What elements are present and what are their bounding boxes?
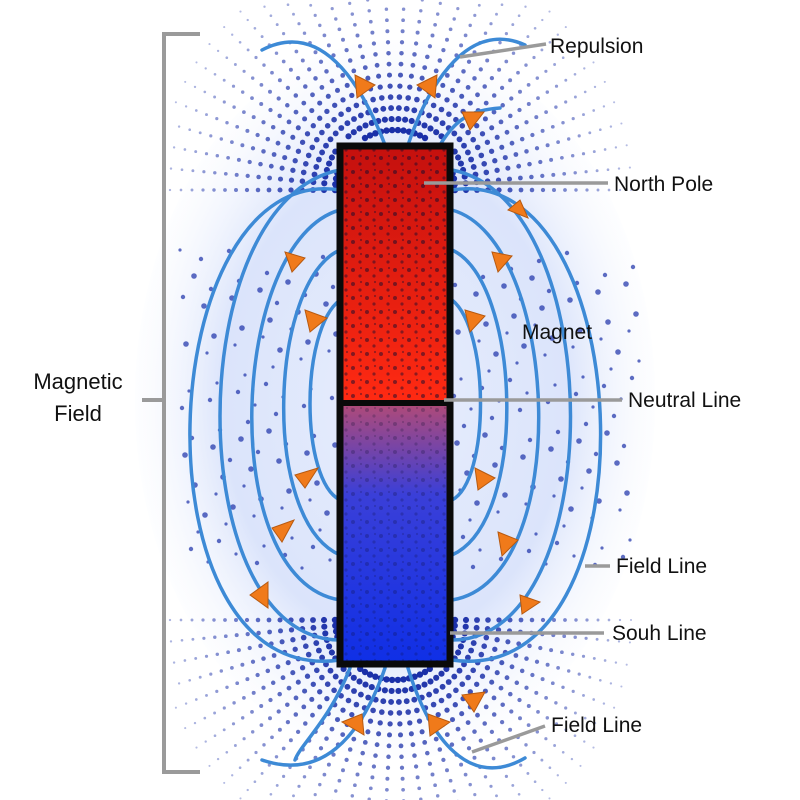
field-lines [188,37,603,770]
label-magnetic-field-line2: Field [54,401,102,426]
bar-magnet [336,142,454,668]
iron-filing-dots [168,0,641,800]
label-neutral-line: Neutral Line [628,389,742,412]
leader-lines [424,42,622,754]
direction-arrows [249,74,542,737]
label-south-line: Souh Line [612,622,707,645]
label-magnetic-field: Magnetic Field [14,366,142,430]
label-field-line-upper: Field Line [616,555,708,578]
magnetic-field-bracket [142,32,200,774]
label-field-line-lower: Field Line [551,714,643,737]
label-magnetic-field-line1: Magnetic [33,369,123,394]
label-repulsion: Repulsion [550,35,644,58]
label-magnet: Magnet [522,321,593,344]
label-north-pole: North Pole [614,173,714,196]
